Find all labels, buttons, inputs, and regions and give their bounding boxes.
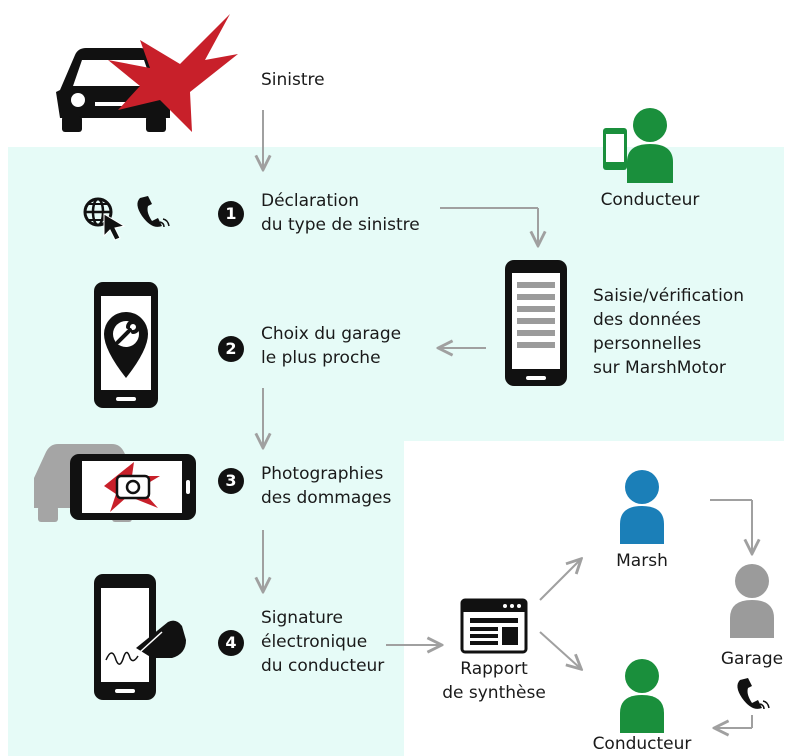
- garage-locator-phone-icon: [94, 282, 158, 408]
- driver-phone-icon: [603, 108, 673, 183]
- step-1-label: Déclaration du type de sinistre: [261, 191, 420, 235]
- report-label: Rapport de synthèse: [442, 659, 546, 703]
- step-4-number: 4: [218, 630, 244, 656]
- driver-bottom-label: Conducteur: [592, 734, 692, 754]
- data-entry-label: Saisie/vérification des données personne…: [593, 286, 744, 378]
- phone-call-icon: [137, 196, 170, 228]
- marsh-label: Marsh: [616, 551, 668, 571]
- phone-callback-icon: [737, 678, 770, 710]
- step-1-number: 1: [218, 201, 244, 227]
- step-3-number: 3: [218, 468, 244, 494]
- web-globe-icon: [83, 197, 126, 241]
- step-2-label: Choix du garage le plus proche: [261, 324, 402, 368]
- car-photo-icon: [34, 444, 196, 522]
- event-label: Sinistre: [261, 70, 325, 90]
- marsh-person-icon: [620, 470, 664, 544]
- garage-person-icon: [730, 564, 774, 638]
- car-crash-icon: [56, 14, 238, 132]
- garage-label: Garage: [720, 649, 784, 669]
- step-4-label: Signature électronique du conducteur: [261, 608, 385, 676]
- driver-top-label: Conducteur: [600, 190, 700, 210]
- form-phone-icon: [505, 260, 567, 386]
- report-document-icon: [460, 598, 528, 654]
- step-2-number: 2: [218, 336, 244, 362]
- signature-phone-icon: [94, 574, 186, 700]
- step-3-label: Photographies des dommages: [261, 464, 392, 508]
- driver-person-icon: [620, 659, 664, 733]
